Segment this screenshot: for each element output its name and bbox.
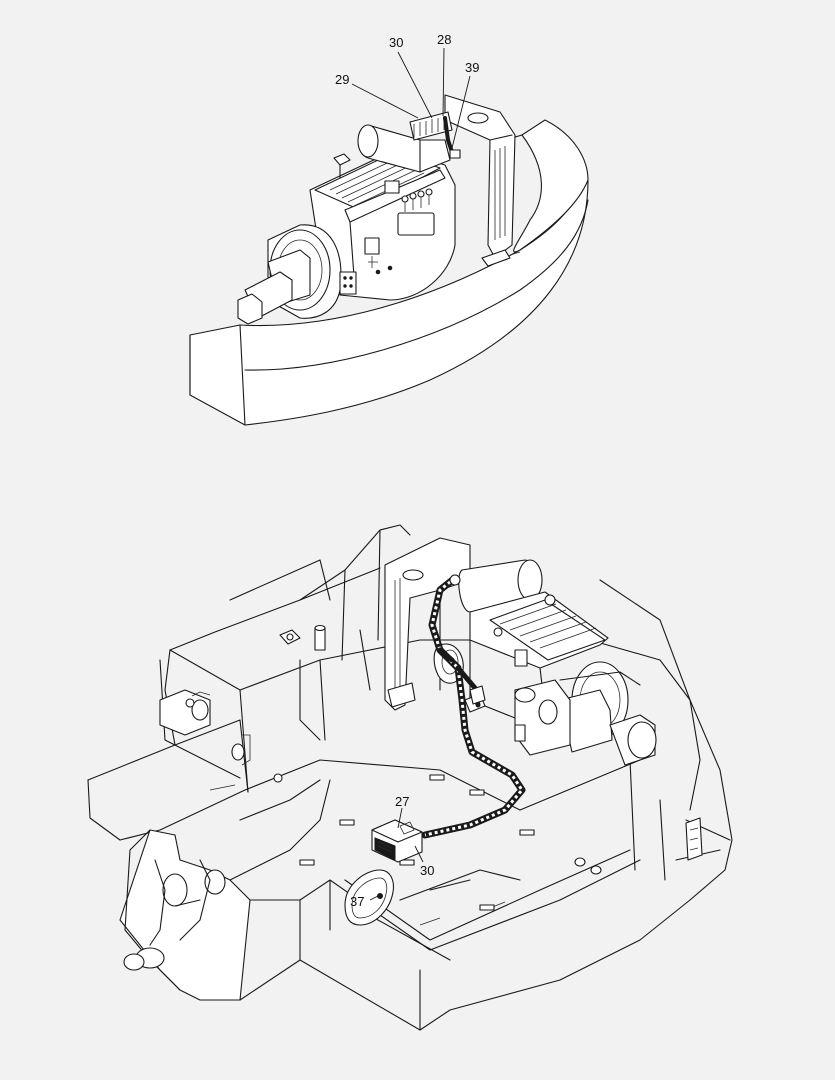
callout-27: 27 — [395, 794, 409, 809]
hydraulic-pump — [237, 224, 357, 325]
callout-30-bottom: 30 — [420, 863, 434, 878]
radiator-frame — [444, 94, 516, 267]
top-assembly: 30 28 39 29 — [189, 32, 589, 426]
grommet — [344, 869, 394, 926]
connector-box — [371, 819, 423, 863]
callout-28: 28 — [437, 32, 451, 47]
bottom-assembly: 27 30 37 — [87, 524, 733, 1031]
top-harness-parts — [409, 111, 461, 159]
callout-30-top: 30 — [389, 35, 403, 50]
callout-39: 39 — [465, 60, 479, 75]
pump-bottom — [514, 661, 657, 766]
callout-37: 37 — [350, 894, 364, 909]
bottom-leader-lines — [369, 807, 424, 901]
upper-frame — [87, 524, 733, 1031]
top-leader-lines — [351, 47, 471, 149]
engine-block — [309, 149, 456, 301]
counterweight-base — [189, 119, 589, 426]
top-callout-labels: 30 28 39 29 — [335, 32, 479, 87]
callout-29: 29 — [335, 72, 349, 87]
boom-mount — [119, 779, 331, 1001]
engine-bottom — [433, 559, 609, 731]
battery-box — [159, 689, 283, 791]
frame-fittings — [279, 624, 326, 651]
bottom-callout-labels: 27 30 37 — [350, 794, 434, 909]
air-filter — [357, 124, 451, 173]
